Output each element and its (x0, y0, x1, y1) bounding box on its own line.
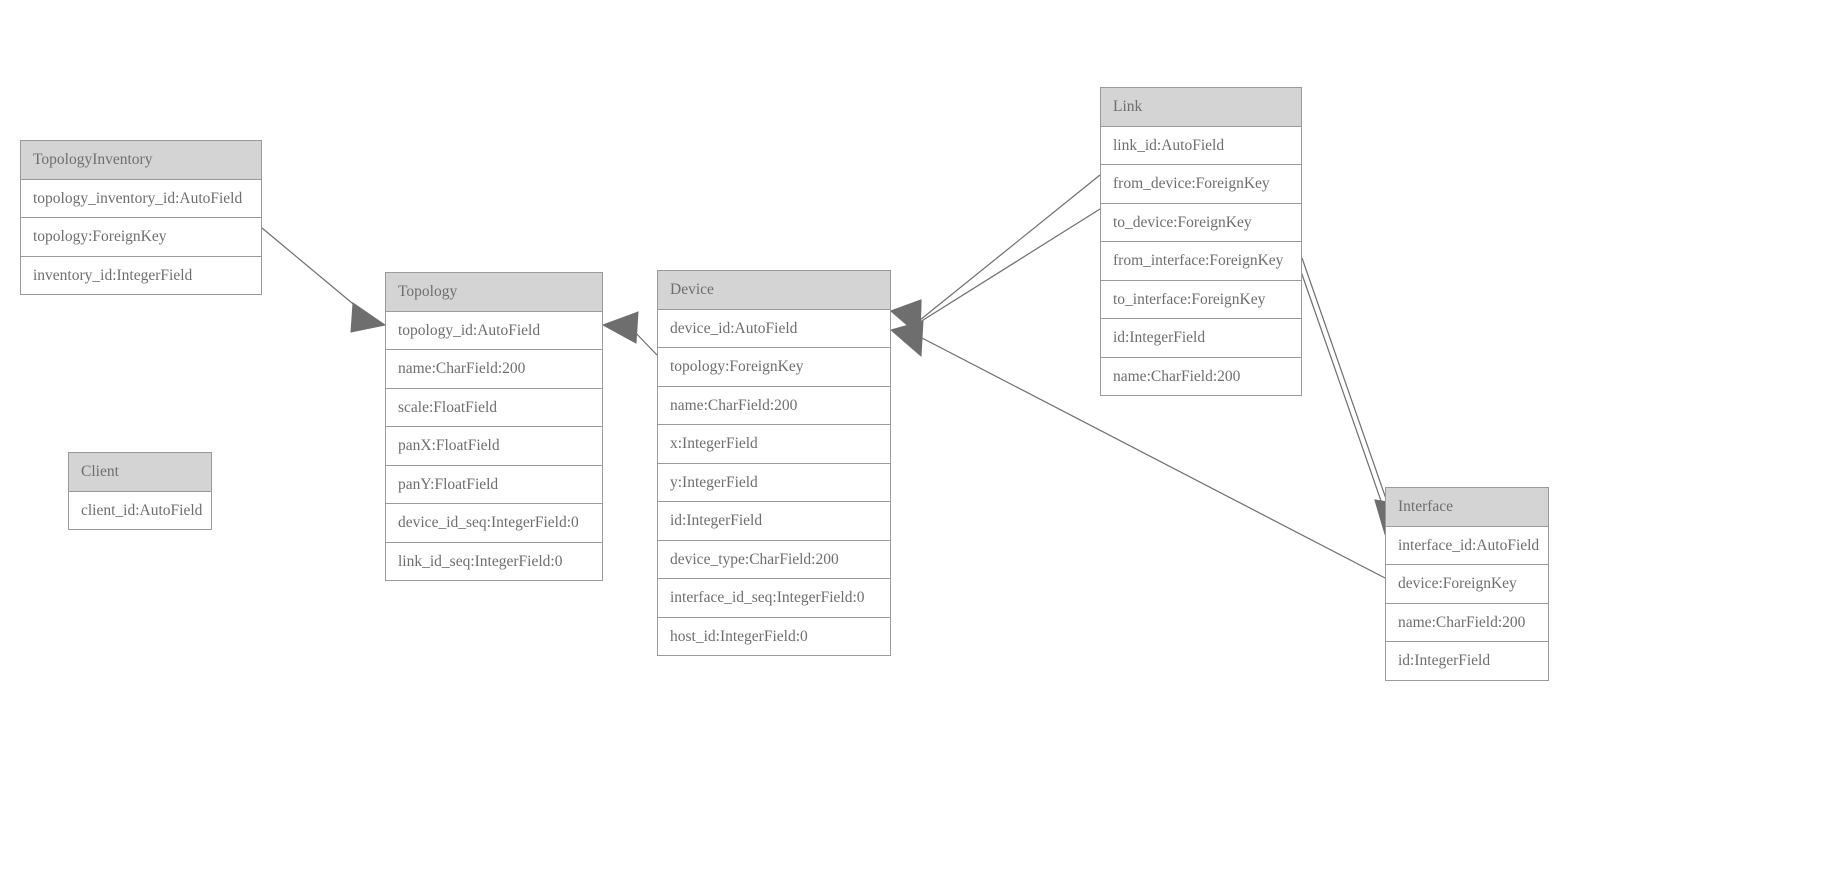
field-row: y:IntegerField (658, 463, 890, 502)
field-row: id:IntegerField (1101, 319, 1301, 358)
relationship-line (919, 208, 1101, 323)
relationship-arrowhead (889, 320, 924, 358)
relationship-topologyinventory-topology (261, 227, 387, 333)
field-row: scale:FloatField (386, 388, 602, 427)
entity-fields-client: client_id:AutoField (69, 491, 211, 529)
field-row: topology_id:AutoField (386, 311, 602, 350)
field-row: interface_id_seq:IntegerField:0 (658, 579, 890, 618)
field-row: host_id:IntegerField:0 (658, 617, 890, 655)
relationship-link-to_device-device (890, 208, 1101, 338)
entity-title-device: Device (658, 271, 890, 310)
relationship-arrowhead (601, 311, 639, 344)
relationship-arrowhead (350, 302, 387, 333)
entity-title-topologyinventory: TopologyInventory (21, 141, 261, 180)
field-row: id:IntegerField (1386, 642, 1548, 680)
entity-title-client: Client (69, 453, 211, 492)
field-row: link_id_seq:IntegerField:0 (386, 542, 602, 580)
field-row: device_id:AutoField (658, 309, 890, 348)
field-row: from_interface:ForeignKey (1101, 242, 1301, 281)
field-row: x:IntegerField (658, 425, 890, 464)
relationship-line (629, 326, 658, 356)
field-row: from_device:ForeignKey (1101, 165, 1301, 204)
entity-title-interface: Interface (1386, 488, 1548, 527)
field-row: topology_inventory_id:AutoField (21, 179, 261, 218)
field-row: to_interface:ForeignKey (1101, 280, 1301, 319)
entity-title-topology: Topology (386, 273, 602, 312)
field-row: link_id:AutoField (1101, 126, 1301, 165)
field-row: panX:FloatField (386, 427, 602, 466)
field-row: name:CharField:200 (386, 350, 602, 389)
field-row: name:CharField:200 (1386, 603, 1548, 642)
relationship-arrowhead (890, 299, 922, 338)
relationship-arrowhead (890, 299, 922, 338)
field-row: device_id_seq:IntegerField:0 (386, 504, 602, 543)
field-row: device:ForeignKey (1386, 565, 1548, 604)
relationship-line (919, 174, 1101, 321)
field-row: name:CharField:200 (1101, 357, 1301, 395)
field-row: id:IntegerField (658, 502, 890, 541)
relationship-line (1301, 257, 1393, 517)
field-row: client_id:AutoField (69, 491, 211, 529)
relationship-link-from_device-device (890, 174, 1101, 338)
entity-title-link: Link (1101, 88, 1301, 127)
field-row: to_device:ForeignKey (1101, 203, 1301, 242)
relationship-line (1296, 259, 1388, 519)
field-row: name:CharField:200 (658, 386, 890, 425)
field-row: interface_id:AutoField (1386, 526, 1548, 565)
relationship-line (261, 227, 371, 319)
field-row: topology:ForeignKey (658, 348, 890, 387)
field-row: inventory_id:IntegerField (21, 256, 261, 294)
field-row: device_type:CharField:200 (658, 540, 890, 579)
relationship-device-topology (601, 311, 658, 356)
field-row: panY:FloatField (386, 465, 602, 504)
field-row: topology:ForeignKey (21, 218, 261, 257)
